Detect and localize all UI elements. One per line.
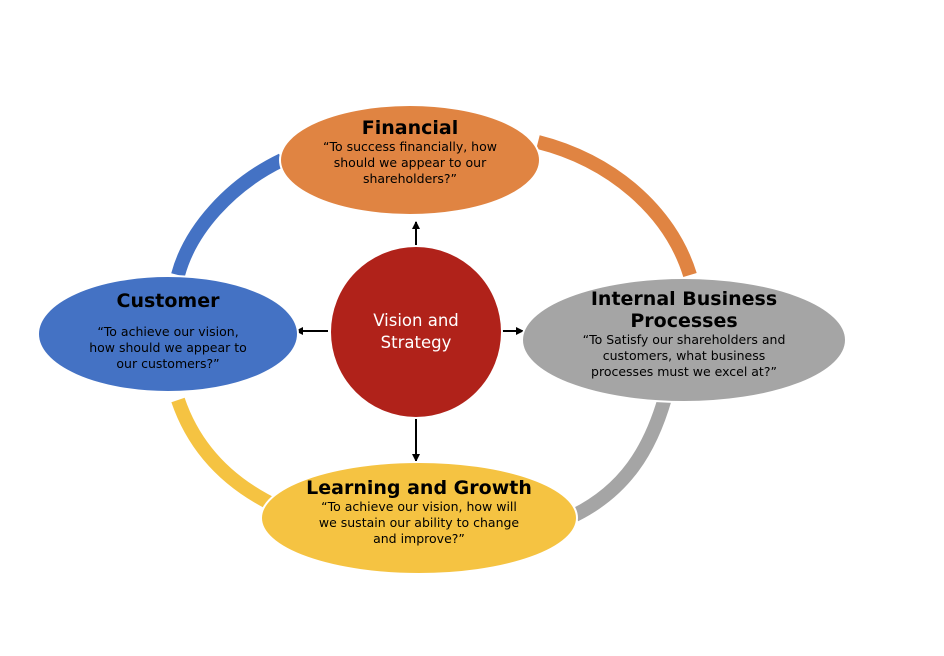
ring-arc-gray	[571, 396, 672, 522]
financial-ellipse	[279, 104, 541, 216]
internal-desc-line-3: processes must we excel at?”	[591, 364, 777, 379]
internal-ellipse	[521, 277, 847, 403]
learning-ellipse	[260, 461, 578, 575]
customer-desc-line-1: “To achieve our vision,	[97, 324, 239, 339]
center-label-line-1: Vision and	[373, 311, 459, 330]
internal-desc-line-2: customers, what business	[602, 348, 766, 363]
internal-desc-line-1: “To Satisfy our shareholders and	[582, 332, 786, 347]
ring-arc-yellow	[171, 397, 283, 515]
learning-desc-line-3: and improve?”	[373, 531, 465, 546]
financial-title: Financial	[361, 117, 459, 139]
customer-node: Customer “To achieve our vision, how sho…	[48, 290, 288, 372]
internal-title-line-2: Processes	[630, 310, 738, 332]
internal-node: Internal Business Processes “To Satisfy …	[544, 288, 824, 380]
center-label-line-2: Strategy	[380, 333, 452, 352]
vision-strategy-label: Vision and Strategy	[346, 310, 486, 354]
ring-arc-orange	[536, 135, 697, 278]
customer-desc-line-3: our customers?”	[116, 356, 220, 371]
financial-node: Financial “To success financially, how s…	[290, 117, 530, 187]
financial-desc-line-1: “To success financially, how	[323, 139, 497, 154]
customer-desc-line-2: how should we appear to	[89, 340, 247, 355]
customer-title: Customer	[116, 290, 220, 312]
learning-desc-line-1: “To achieve our vision, how will	[321, 499, 517, 514]
learning-node: Learning and Growth “To achieve our visi…	[279, 477, 559, 547]
learning-title: Learning and Growth	[306, 477, 532, 499]
financial-desc-line-3: shareholders?”	[362, 171, 458, 186]
customer-ellipse	[37, 275, 299, 393]
vision-strategy-circle	[329, 245, 503, 419]
internal-title-line-1: Internal Business	[590, 288, 778, 310]
ring-arc-blue	[171, 153, 286, 277]
learning-desc-line-2: we sustain our ability to change	[318, 515, 520, 530]
financial-desc-line-2: should we appear to our	[333, 155, 487, 170]
